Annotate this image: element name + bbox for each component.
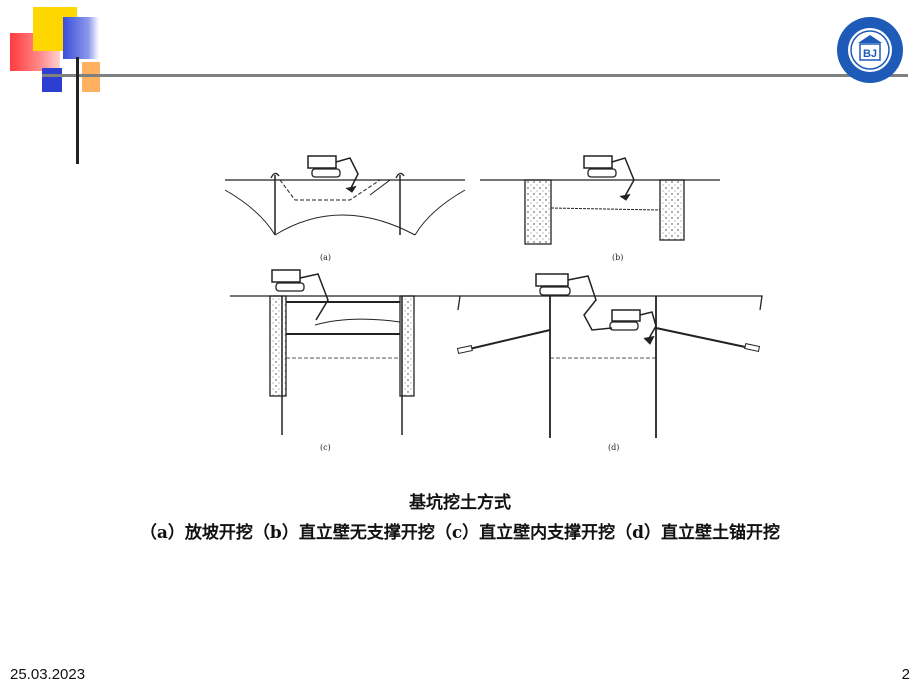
- header-rule: [42, 74, 908, 77]
- figure-caption-title: 基坑挖土方式: [409, 493, 511, 513]
- figure-caption-subtitle: （a）放坡开挖（b）直立壁无支撑开挖（c）直立壁内支撑开挖（d）直立壁土锚开挖: [139, 523, 781, 543]
- diagram-a-label: (a): [320, 253, 331, 262]
- diagram-b-label: (b): [612, 253, 623, 262]
- diagram-d-label: (d): [608, 443, 619, 452]
- diagram-c-label: (c): [320, 443, 331, 452]
- corner-decoration-blue-small: [42, 68, 62, 92]
- logo-letters: BJ: [863, 48, 877, 60]
- university-seal-logo: BJ: [837, 17, 903, 83]
- excavation-methods-figure: (a) (b) (c): [224, 155, 763, 452]
- diagram-c-braced-wall: (c): [230, 269, 460, 452]
- header-vertical-rule: [76, 57, 79, 164]
- footer-date: 25.03.2023: [10, 666, 86, 683]
- diagram-a-slope-excavation: (a): [224, 155, 466, 262]
- diagram-d-anchored-wall: (d): [456, 273, 763, 452]
- diagram-b-unsupported-wall: (b): [480, 155, 720, 262]
- corner-decoration-blue: [63, 17, 99, 59]
- corner-decoration-orange: [82, 62, 100, 92]
- page-number: 2: [901, 666, 910, 683]
